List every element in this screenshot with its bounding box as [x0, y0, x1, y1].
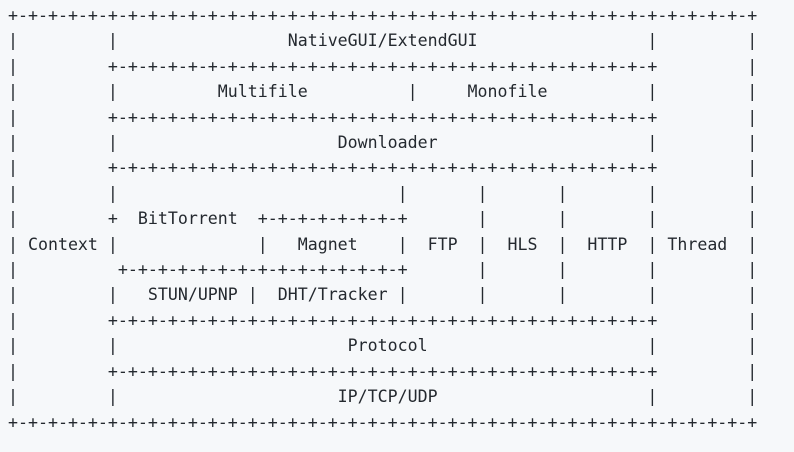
ascii-architecture-diagram: +-+-+-+-+-+-+-+-+-+-+-+-+-+-+-+-+-+-+-+-… — [8, 6, 758, 432]
